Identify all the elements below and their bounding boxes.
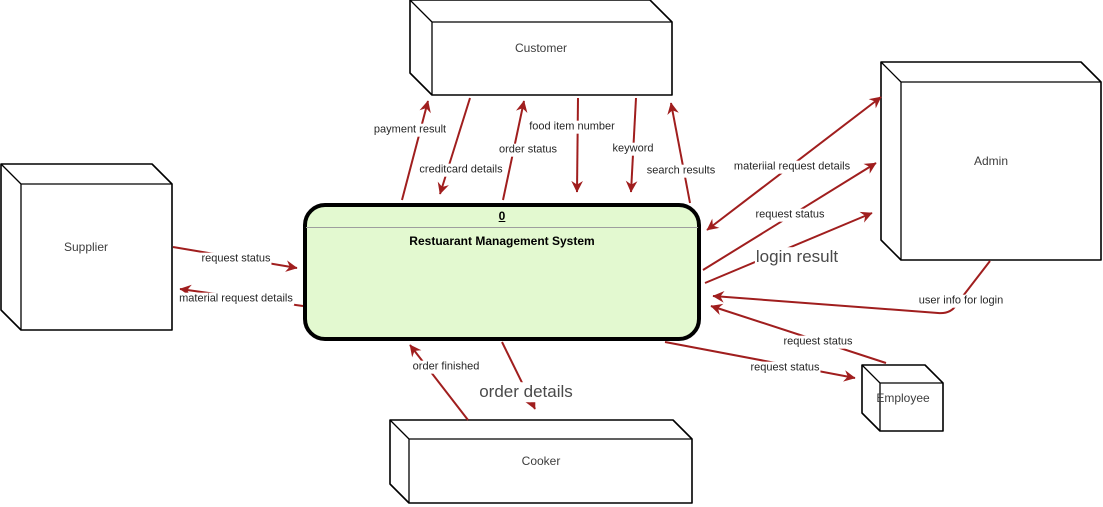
flow-label-order-details: order details <box>478 382 574 402</box>
flow-label-payment-result: payment result <box>372 123 448 137</box>
flow-label-material-request-details: material request details <box>178 292 294 306</box>
flow-label-search-results: search results <box>645 164 717 178</box>
flow-label-request-status-employee-in: request status <box>782 335 854 349</box>
entity-customer[interactable] <box>409 0 673 96</box>
entity-cooker-label: Cooker <box>521 454 561 468</box>
flow-request-status-system-to-employee[interactable] <box>664 341 856 382</box>
entity-customer-label: Customer <box>514 41 568 55</box>
process-id-label: 0 <box>498 209 506 223</box>
flow-order-finished[interactable] <box>409 344 469 421</box>
entity-admin-label: Admin <box>973 154 1009 168</box>
flow-label-request-status-admin: request status <box>754 208 826 222</box>
flow-creditcard-details[interactable] <box>437 97 471 195</box>
flow-label-food-item-number: food item number <box>528 120 616 134</box>
flow-request-status-employee-to-system[interactable] <box>710 303 887 364</box>
entity-cooker[interactable] <box>389 419 693 504</box>
flow-search-results[interactable] <box>667 102 691 204</box>
entity-employee-label: Employee <box>876 391 930 405</box>
entity-supplier[interactable] <box>0 163 173 331</box>
flow-label-request-status-employee-out: request status <box>749 361 821 375</box>
flow-label-login-result: login result <box>754 247 840 267</box>
process-title: Restuarant Management System <box>409 234 595 248</box>
flow-payment-result[interactable] <box>401 100 431 201</box>
entity-employee[interactable] <box>861 364 944 432</box>
flow-food-item-number[interactable] <box>571 97 583 193</box>
entity-admin[interactable] <box>880 61 1102 261</box>
entity-supplier-label: Supplier <box>63 240 109 254</box>
flow-label-order-finished: order finished <box>411 360 481 374</box>
flow-label-user-info-for-login: user info for login <box>917 294 1005 308</box>
flow-label-materiial-request-details: materiial request details <box>732 160 852 174</box>
flow-label-creditcard-details: creditcard details <box>418 163 504 177</box>
flow-label-order-status: order status <box>497 143 559 157</box>
flow-label-request-status-supplier: request status <box>200 252 272 266</box>
flow-label-keyword: keyword <box>611 142 655 156</box>
process-restaurant-management-system[interactable] <box>303 203 701 341</box>
